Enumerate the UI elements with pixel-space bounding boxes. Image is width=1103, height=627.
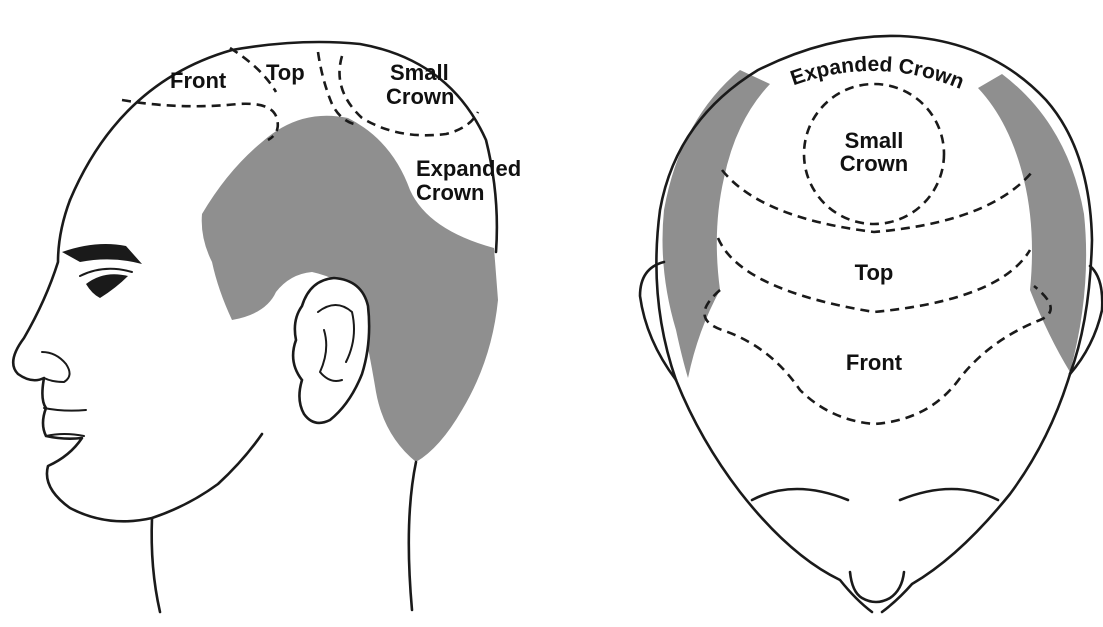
top-label-top: Top (855, 260, 894, 285)
side-label-expanded-crown-1: Expanded (416, 156, 521, 181)
side-label-expanded-crown-2: Crown (416, 180, 484, 205)
side-eyebrow (62, 244, 142, 264)
top-hair-left (662, 70, 770, 378)
side-label-small-crown-2: Crown (386, 84, 454, 109)
top-top-zone-line (716, 237, 1032, 314)
top-brow-right (898, 487, 1000, 502)
top-small-crown-circle (802, 82, 946, 226)
top-ear-left (638, 260, 678, 382)
side-crown-divider-line (316, 51, 355, 126)
side-small-crown-line (338, 55, 480, 137)
top-ear-right (1068, 264, 1103, 376)
top-head-outline (655, 34, 1094, 382)
side-scalp-outline (68, 40, 499, 254)
side-neck-back (407, 460, 418, 612)
top-label-small-crown-1: Small (845, 128, 904, 153)
top-nose (848, 570, 906, 604)
side-eye (86, 274, 128, 298)
side-lips (43, 407, 87, 437)
top-face-outline-right (880, 372, 1072, 614)
top-label-front: Front (846, 350, 903, 375)
top-view-head (638, 34, 1103, 614)
side-top-zone-line (229, 46, 278, 93)
top-label-small-crown-2: Crown (840, 151, 908, 176)
side-neck-front (150, 516, 162, 614)
side-ear (291, 276, 371, 425)
top-face-outline (674, 378, 874, 614)
side-eye-lid (79, 267, 133, 277)
side-ear-inner (317, 304, 355, 382)
top-label-expanded-crown: Expanded Crown (788, 53, 968, 94)
top-front-zone-line (703, 284, 1052, 426)
side-view-head (11, 40, 499, 614)
side-front-zone-line (121, 98, 280, 142)
top-hair-right (978, 74, 1087, 372)
side-label-front: Front (170, 68, 227, 93)
side-label-top: Top (266, 60, 305, 85)
top-brow-left (750, 487, 850, 502)
side-label-small-crown-1: Small (390, 60, 449, 85)
side-nostril (41, 351, 71, 383)
top-expanded-crown-line (720, 169, 1033, 234)
